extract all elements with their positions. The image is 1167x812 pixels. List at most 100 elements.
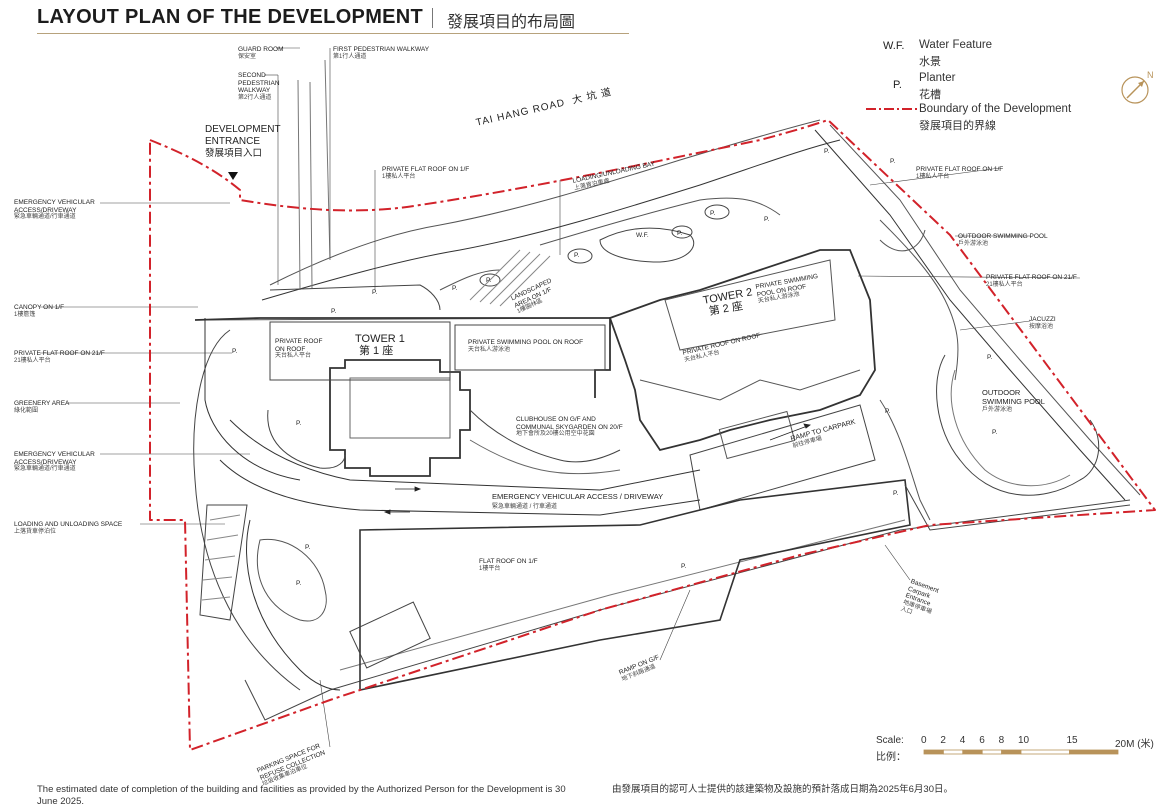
scale-tick-label: 20M (米) [1115,739,1154,750]
private-roof-t1-en-1: PRIVATE ROOF [275,338,323,345]
planter-marker: P. [677,230,683,237]
scale-tick-label: 8 [998,735,1005,746]
emergency-access-center-zh: 緊急車輛通道 / 行車通道 [492,504,558,510]
clubhouse-zh: 地下會所及20樓公用空中花園 [516,431,595,437]
private-flat-roof-1f-top-en: PRIVATE FLAT ROOF ON 1/F [382,166,470,173]
scale-segment [981,749,1003,755]
loading-space-label: LOADING AND UNLOADING SPACE 上落貨車停泊位 [14,521,122,536]
tower1-zh: 第 1 座 [359,345,394,357]
scale-segment [962,749,983,755]
scale-label: Scale: [876,735,904,746]
planter-marker: P. [331,308,337,315]
legend-p-label: Planter [919,72,956,84]
legend-wf-key: W.F. [883,40,905,52]
emergency-access-center-label: EMERGENCY VEHICULAR ACCESS / DRIVEWAY 緊急… [492,492,663,512]
legend-boundary-label: Boundary of the Development [919,103,1072,115]
page-title-chinese: 發展項目的布局圖 [447,14,576,31]
outdoor-pool-right-en-1: OUTDOOR [982,388,1021,397]
private-flat-roof-1f-top-zh: 1樓私人平台 [382,173,416,180]
private-pool-roof-t1-zh: 天台私人游泳池 [468,346,511,353]
footnote-zh: 由發展項目的認可人士提供的該建築物及設施的預計落成日期為2025年6月30日。 [612,784,953,795]
emergency-access-left-en-2: ACCESS/DRIVEWAY [14,206,77,214]
greenery-label: GREENERY AREA 綠化範圍 [14,400,69,415]
development-entrance-label: DEVELOPMENT ENTRANCE 發展項目入口 [205,124,281,160]
planter-marker: P. [232,348,238,355]
scale-bar [923,749,1119,755]
outdoor-pool-right-label: OUTDOOR SWIMMING POOL 戶外游泳池 [982,388,1045,415]
emergency-access-mid-label: EMERGENCY VEHICULAR ACCESS/DRIVEWAY 緊急車輛… [14,451,95,474]
canopy-en: CANOPY ON 1/F [14,304,65,311]
outdoor-pool-right-en-2: SWIMMING POOL [982,397,1045,406]
jacuzzi-zh: 按摩浴池 [1029,323,1054,330]
legend-wf-label: Water Feature [919,39,993,51]
greenery-en: GREENERY AREA [14,400,70,407]
second-walkway-en-3: WALKWAY [238,87,271,94]
first-walkway-en: FIRST PEDESTRIAN WALKWAY [333,46,430,53]
jacuzzi-label: JACUZZI 按摩浴池 [1029,316,1056,331]
guard-room-label-en: GUARD ROOM [238,46,284,53]
planter-marker: P. [372,289,378,296]
clubhouse-en-2: COMMUNAL SKYGARDEN ON 20/F [516,423,623,431]
entrance-label-en-1: DEVELOPMENT [205,124,281,135]
second-walkway-zh: 第2行人通道 [238,94,272,101]
tower1-label: TOWER 1 第 1 座 [355,333,405,357]
flat-roof-1f-en: FLAT ROOF ON 1/F [479,558,538,565]
emergency-access-left-zh: 緊急車輛通道/行車通道 [14,214,76,220]
planter-marker: P. [574,252,580,259]
private-flat-roof-1f-right-en: PRIVATE FLAT ROOF ON 1/F [916,166,1004,173]
scale-label-zh: 比例： [876,752,906,763]
private-flat-roof-21f-right-zh: 21樓私人平台 [986,281,1023,288]
loading-space-en: LOADING AND UNLOADING SPACE [14,521,123,528]
clubhouse-label: CLUBHOUSE ON G/F AND COMMUNAL SKYGARDEN … [516,416,623,439]
scale-tick-label: 10 [1018,735,1030,746]
scale-segment [943,749,964,755]
scale-segment [923,749,944,755]
guard-room-label-zh: 保安室 [238,53,257,60]
private-pool-roof-t1-label: PRIVATE SWIMMING POOL ON ROOF 天台私人游泳池 [468,339,583,354]
emergency-access-mid-en-2: ACCESS/DRIVEWAY [14,458,77,466]
planter-marker: P. [452,285,458,292]
entrance-label-zh: 發展項目入口 [205,148,263,159]
private-pool-roof-t1-en: PRIVATE SWIMMING POOL ON ROOF [468,339,584,346]
private-flat-roof-21f-left-zh: 21樓私人平台 [14,357,51,364]
title-separator [432,8,433,28]
entrance-marker-icon [228,172,238,180]
private-flat-roof-21f-left-en: PRIVATE FLAT ROOF ON 21/F [14,350,105,357]
first-walkway-zh: 第1行人通道 [333,53,367,60]
planter-marker: P. [987,354,993,361]
planter-marker: P. [710,210,716,217]
greenery-zh: 綠化範圍 [14,407,39,414]
legend-wf-label-zh: 水景 [919,56,941,68]
legend-p-key: P. [893,79,902,91]
private-flat-roof-1f-right-label: PRIVATE FLAT ROOF ON 1/F 1樓私人平台 [916,166,1003,181]
private-roof-t1-label: PRIVATE ROOF ON ROOF 天台私人平台 [275,338,322,361]
second-walkway-en-2: PEDESTRIAN [238,79,280,87]
page-title: LAYOUT PLAN OF THE DEVELOPMENT [37,6,424,28]
planter-marker: P. [893,490,899,497]
planter-marker: P. [824,148,830,155]
private-flat-roof-21f-right-en: PRIVATE FLAT ROOF ON 21/F [986,274,1077,281]
private-flat-roof-1f-top-label: PRIVATE FLAT ROOF ON 1/F 1樓私人平台 [382,166,469,181]
private-flat-roof-1f-right-zh: 1樓私人平台 [916,173,950,180]
private-flat-roof-21f-left-label: PRIVATE FLAT ROOF ON 21/F 21樓私人平台 [14,350,105,365]
loading-space-zh: 上落貨車停泊位 [14,528,57,535]
development-boundary-line [149,119,1156,751]
tower1-en: TOWER 1 [355,333,405,345]
scale-tick-label: 0 [921,735,927,746]
emergency-access-left-label: EMERGENCY VEHICULAR ACCESS/DRIVEWAY 緊急車輛… [14,199,95,222]
scale-tick-label: 15 [1066,735,1078,746]
scale-tick-label: 6 [979,735,985,746]
emergency-access-mid-zh: 緊急車輛通道/行車通道 [14,466,76,472]
emergency-access-center-en: EMERGENCY VEHICULAR ACCESS / DRIVEWAY [492,492,664,501]
legend-boundary-line-icon [866,108,918,110]
scale-tick-label: 4 [959,735,966,746]
entrance-label-en-2: ENTRANCE [205,136,261,147]
emergency-access-mid-en-1: EMERGENCY VEHICULAR [14,451,95,458]
emergency-access-left-en-1: EMERGENCY VEHICULAR [14,199,95,206]
outdoor-pool-top-label: OUTDOOR SWIMMING POOL 戶外游泳池 [958,233,1048,248]
planter-marker: P. [296,420,302,427]
scale-segment [1020,749,1070,755]
second-walkway-label: SECOND PEDESTRIAN WALKWAY 第2行人通道 [238,72,280,102]
footnote-en: The estimated date of completion of the … [37,784,566,807]
